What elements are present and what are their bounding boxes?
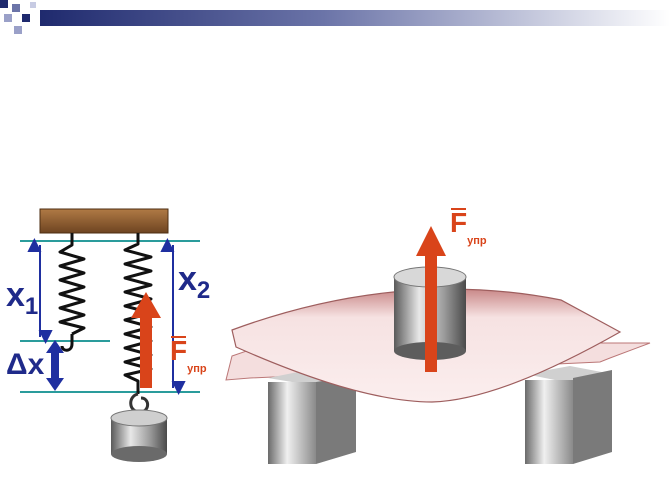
support-block-right [525, 366, 612, 464]
wooden-support-board [39, 208, 169, 234]
support-block-left [268, 370, 356, 464]
elastic-force-label-right: Fупр [450, 207, 487, 247]
x2-label: x2 [178, 260, 210, 304]
hanging-weight [110, 392, 168, 462]
spring-unstretched [58, 233, 86, 336]
elastic-force-label-left: Fупр [170, 335, 207, 375]
beam-figure: Fупр [225, 207, 651, 464]
delta-x-dimension-arrow [46, 340, 64, 391]
spring-figure: x1 x2 Δx Fупр [6, 208, 210, 462]
elastic-force-arrow-left [131, 292, 161, 388]
elastic-force-arrow-right [416, 226, 446, 372]
x1-label: x1 [6, 276, 38, 320]
delta-x-label: Δx [6, 348, 45, 381]
header-bar [40, 10, 670, 26]
header-decoration [0, 0, 670, 34]
spring-hook [60, 334, 74, 352]
